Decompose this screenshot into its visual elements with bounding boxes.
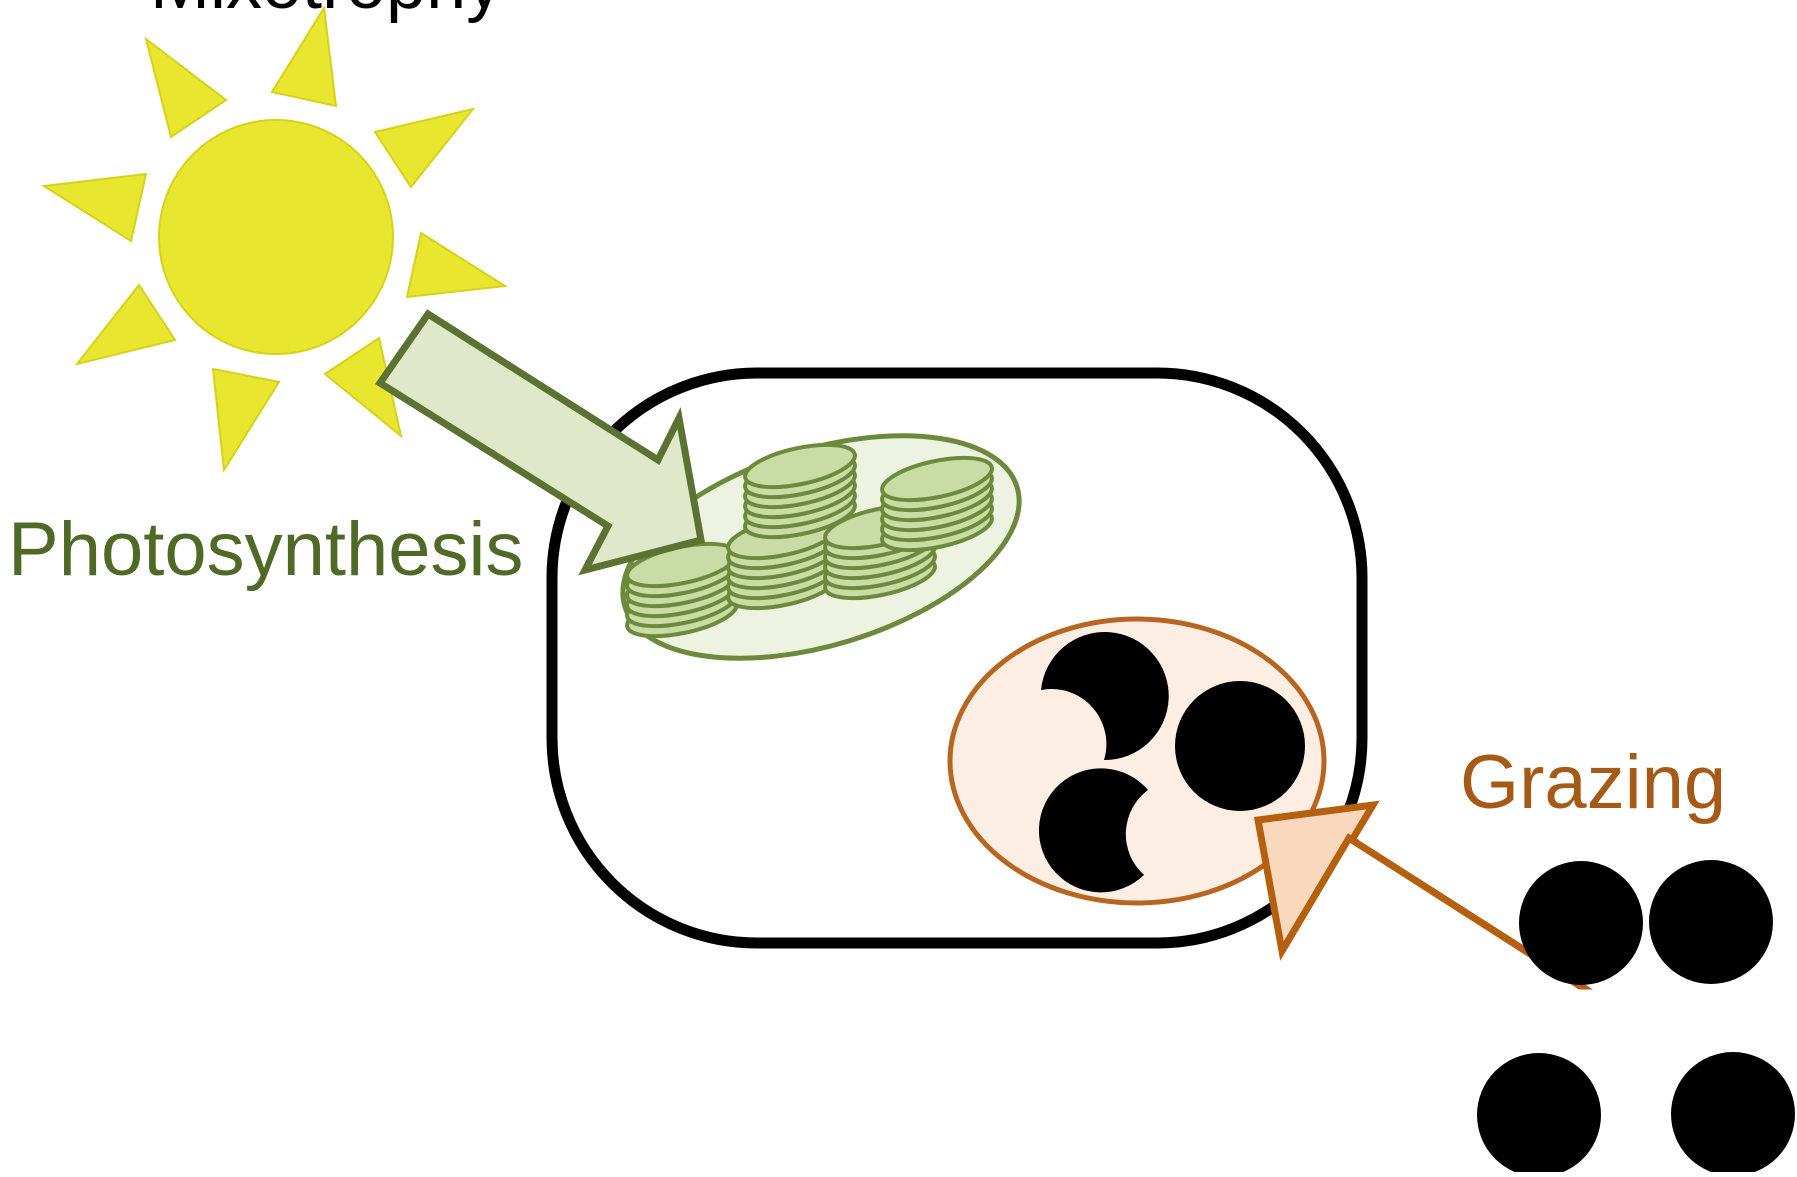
sun-ray: [44, 174, 146, 241]
sun-disc: [159, 120, 393, 354]
sun-ray: [407, 233, 505, 297]
sun-ray: [77, 285, 175, 364]
free-prey-group: [1477, 860, 1795, 1172]
sun-ray: [375, 109, 473, 187]
prey-cell-icon: [1477, 1053, 1601, 1172]
engulfed-prey-2: [1175, 681, 1305, 811]
prey-cell-icon: [1519, 861, 1643, 985]
prey-cell-icon: [1649, 860, 1773, 984]
sun-ray: [213, 369, 279, 470]
photosynthesis-label: Photosynthesis: [8, 507, 523, 592]
sun-ray: [146, 39, 226, 137]
grazing-label: Grazing: [1460, 740, 1726, 825]
prey-cell-icon: [1671, 1052, 1795, 1172]
